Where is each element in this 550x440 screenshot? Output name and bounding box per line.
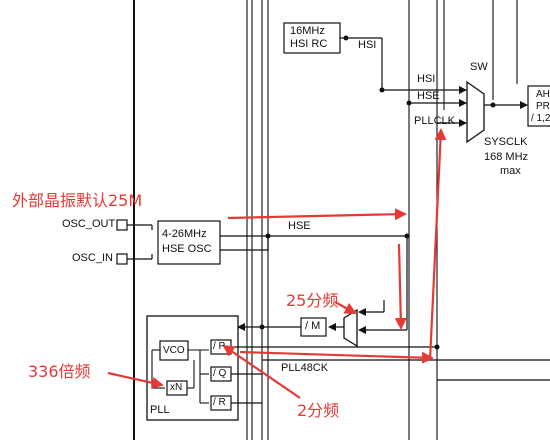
mux-input-hse: HSE — [417, 90, 440, 102]
annotation-crystal-default: 外部晶振默认25M — [12, 191, 143, 210]
arrow-div2 — [222, 344, 301, 399]
arrow-crystal-to-hse — [227, 208, 407, 221]
arrow-pllclk-up — [428, 128, 447, 361]
sw-label: SW — [470, 61, 488, 73]
ahb-label-2: PR — [536, 101, 550, 112]
hsi-rc-name: HSI RC — [290, 38, 328, 50]
mux-input-hsi: HSI — [417, 73, 436, 85]
div-r-label: / R — [213, 397, 226, 408]
pll48ck-label: PLL48CK — [281, 362, 329, 374]
hse-signal-label: HSE — [288, 220, 311, 232]
pll-label: PLL — [150, 404, 170, 416]
xn-label: xN — [170, 382, 183, 393]
osc-out-label: OSC_OUT — [62, 218, 116, 230]
hsi-signal-label: HSI — [358, 39, 377, 51]
vco-label: VCO — [163, 345, 185, 356]
hse-osc-name: HSE OSC — [162, 243, 212, 255]
vertical-bus-lines — [246, 0, 269, 440]
div-q-label: / Q — [213, 368, 227, 379]
arrow-div25 — [334, 301, 357, 314]
mux-input-pllclk: PLLCLK — [414, 115, 455, 127]
hse-osc-freq: 4-26MHz — [162, 228, 207, 240]
arrow-hse-down — [394, 243, 407, 330]
annotation-arrows — [107, 128, 447, 399]
osc-out-pin — [116, 219, 128, 231]
osc-in-label: OSC_IN — [72, 252, 113, 264]
sysclk-switch — [466, 80, 485, 144]
annotation-div2: 2分频 — [297, 401, 340, 420]
hsi-rc-freq: 16MHz — [290, 25, 325, 37]
pll-source-mux — [343, 308, 358, 348]
annotation-div25: 25分频 — [286, 291, 339, 310]
ahb-label-1: AH — [536, 89, 550, 100]
ahb-prescaler-box — [527, 85, 550, 127]
div-m-label: / M — [305, 320, 321, 332]
osc-in-pin — [116, 253, 128, 265]
sysclk-note: max — [500, 165, 521, 177]
sysclk-freq: 168 MHz — [484, 151, 529, 163]
hse-osc-box — [157, 220, 221, 265]
annotation-mul336: 336倍频 — [28, 362, 91, 381]
ahb-label-3: / 1,2 — [531, 113, 550, 124]
sysclk-label: SYSCLK — [484, 136, 528, 148]
arrow-pll-out — [239, 350, 434, 364]
div-p-label: / P — [213, 341, 226, 352]
arrow-mul336 — [107, 371, 164, 389]
